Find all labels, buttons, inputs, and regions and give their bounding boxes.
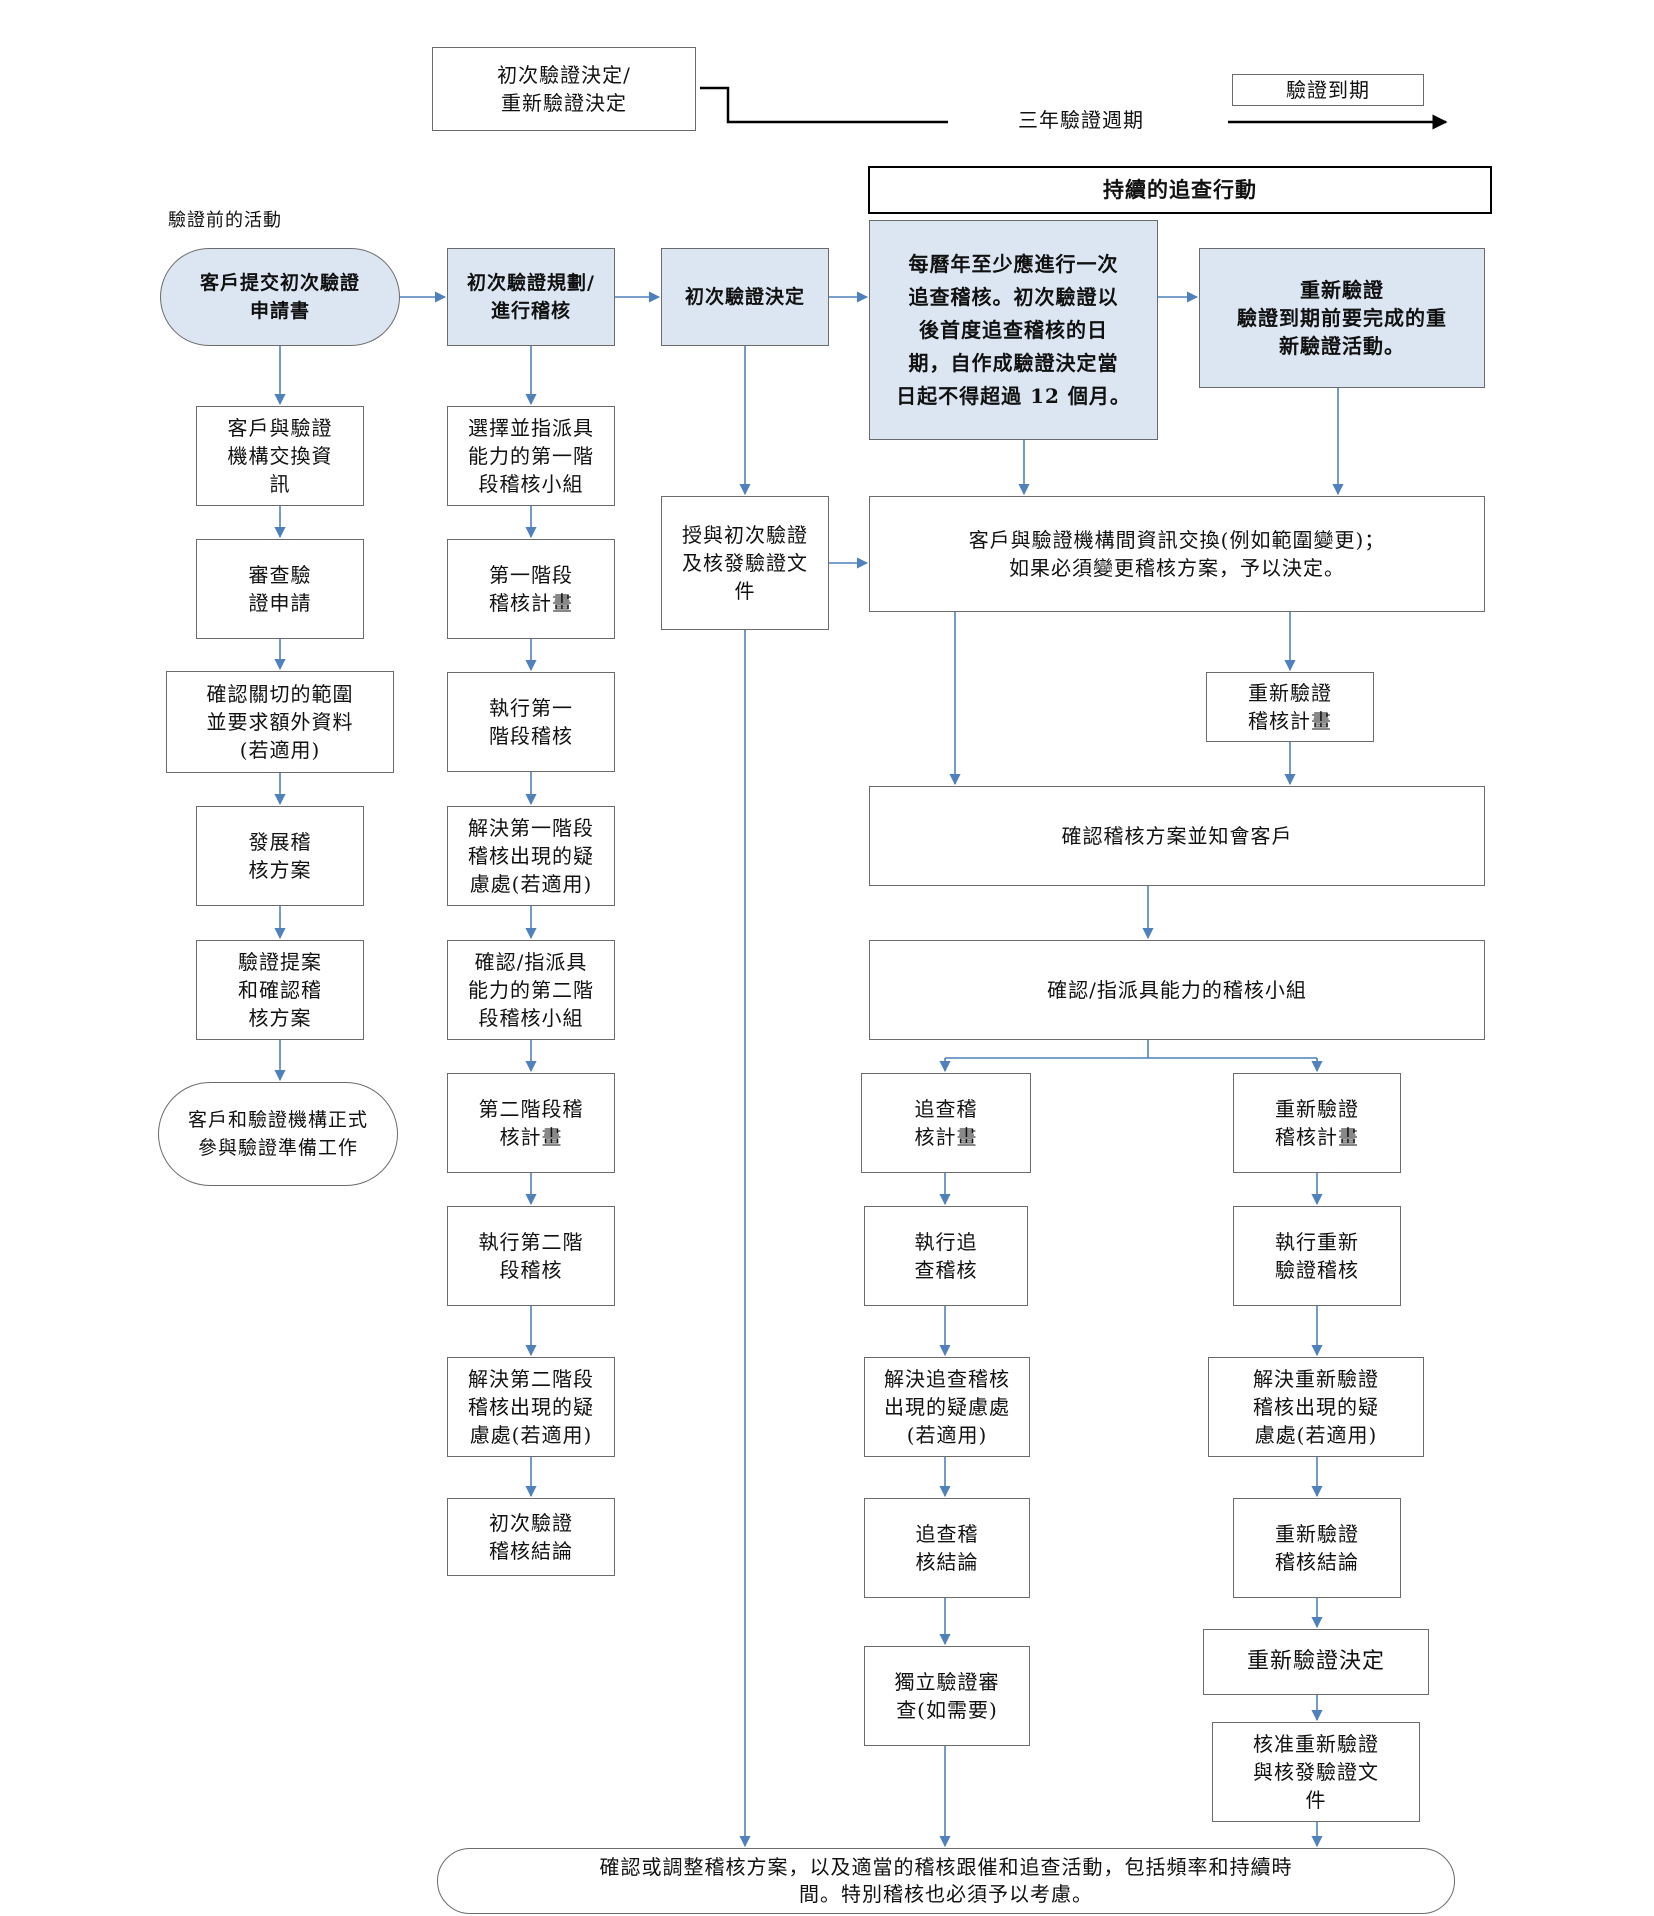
- col3-head: 初次驗證決定: [661, 248, 829, 346]
- col5-head: 重新驗證 驗證到期前要完成的重 新驗證活動。: [1199, 248, 1485, 388]
- col2-step-select-team2: 確認/指派具 能力的第二階 段稽核小組: [447, 940, 615, 1040]
- col3-step-grant: 授與初次驗證 及核發驗證文 件: [661, 496, 829, 630]
- col2-step-stage1-resolve: 解決第一階段 稽核出現的疑 慮處(若適用): [447, 806, 615, 906]
- col4-step-surv-resolve: 解決追查稽核 出現的疑慮處 (若適用): [864, 1357, 1030, 1457]
- col1-start-node: 客戶提交初次驗證 申請書: [160, 248, 400, 346]
- col2-head: 初次驗證規劃/ 進行稽核: [447, 248, 615, 346]
- col2-step-conclusion: 初次驗證 稽核結論: [447, 1498, 615, 1576]
- col2-step-stage1-audit: 執行第一 階段稽核: [447, 672, 615, 772]
- col5-step-recert-audit: 執行重新 驗證稽核: [1233, 1206, 1401, 1306]
- col5-step-recert-plan-top: 重新驗證 稽核計畫: [1206, 672, 1374, 742]
- col1-step-exchange-info: 客戶與驗證 機構交換資 訊: [196, 406, 364, 506]
- col1-step-develop-program: 發展稽 核方案: [196, 806, 364, 906]
- col5-step-recert-plan: 重新驗證 稽核計畫: [1233, 1073, 1401, 1173]
- timeline-line: [700, 86, 948, 124]
- wide-info-exchange: 客戶與驗證機構間資訊交換(例如範圍變更)； 如果必須變更稽核方案，予以決定。: [869, 496, 1485, 612]
- col1-step-proposal: 驗證提案 和確認稽 核方案: [196, 940, 364, 1040]
- col4-head: 每曆年至少應進行一次 追查稽核。初次驗證以 後首度追查稽核的日 期，自作成驗證決…: [869, 220, 1158, 440]
- timeline-expiry-box: 驗證到期: [1232, 74, 1424, 106]
- wide-confirm-program: 確認稽核方案並知會客戶: [869, 786, 1485, 886]
- col4-step-surv-audit: 執行追 查稽核: [864, 1206, 1028, 1306]
- col1-step-review-application: 審查驗 證申請: [196, 539, 364, 639]
- col5-step-approve-recert: 核准重新驗證 與核發驗證文 件: [1212, 1722, 1420, 1822]
- col5-step-recert-conclusion: 重新驗證 稽核結論: [1233, 1498, 1401, 1598]
- col4-step-surv-conclusion: 追查稽 核結論: [864, 1498, 1030, 1598]
- col1-step-confirm-scope: 確認關切的範圍 並要求額外資料 (若適用): [166, 671, 394, 773]
- pre-activities-label: 驗證前的活動: [168, 210, 282, 231]
- col5-step-recert-decision: 重新驗證決定: [1203, 1629, 1429, 1695]
- col2-step-stage2-plan: 第二階段稽 核計畫: [447, 1073, 615, 1173]
- timeline-decision-box: 初次驗證決定/ 重新驗證決定: [432, 47, 696, 131]
- col4-step-surv-plan: 追查稽 核計畫: [861, 1073, 1031, 1173]
- wide-assign-team: 確認/指派具能力的稽核小組: [869, 940, 1485, 1040]
- col5-step-recert-resolve: 解決重新驗證 稽核出現的疑 慮處(若適用): [1208, 1357, 1424, 1457]
- timeline-cycle-label: 三年驗證週期: [1018, 108, 1144, 132]
- surveillance-header: 持續的追查行動: [868, 166, 1492, 214]
- final-node: 確認或調整稽核方案，以及適當的稽核跟催和追查活動，包括頻率和持續時 間。特別稽核…: [437, 1848, 1455, 1914]
- col2-step-select-team1: 選擇並指派具 能力的第一階 段稽核小組: [447, 406, 615, 506]
- col2-step-stage1-plan: 第一階段 稽核計畫: [447, 539, 615, 639]
- col1-end-node: 客戶和驗證機構正式 參與驗證準備工作: [158, 1082, 398, 1186]
- col2-step-stage2-audit: 執行第二階 段稽核: [447, 1206, 615, 1306]
- col2-step-stage2-resolve: 解決第二階段 稽核出現的疑 慮處(若適用): [447, 1357, 615, 1457]
- col4-step-independent-review: 獨立驗證審 查(如需要): [864, 1646, 1030, 1746]
